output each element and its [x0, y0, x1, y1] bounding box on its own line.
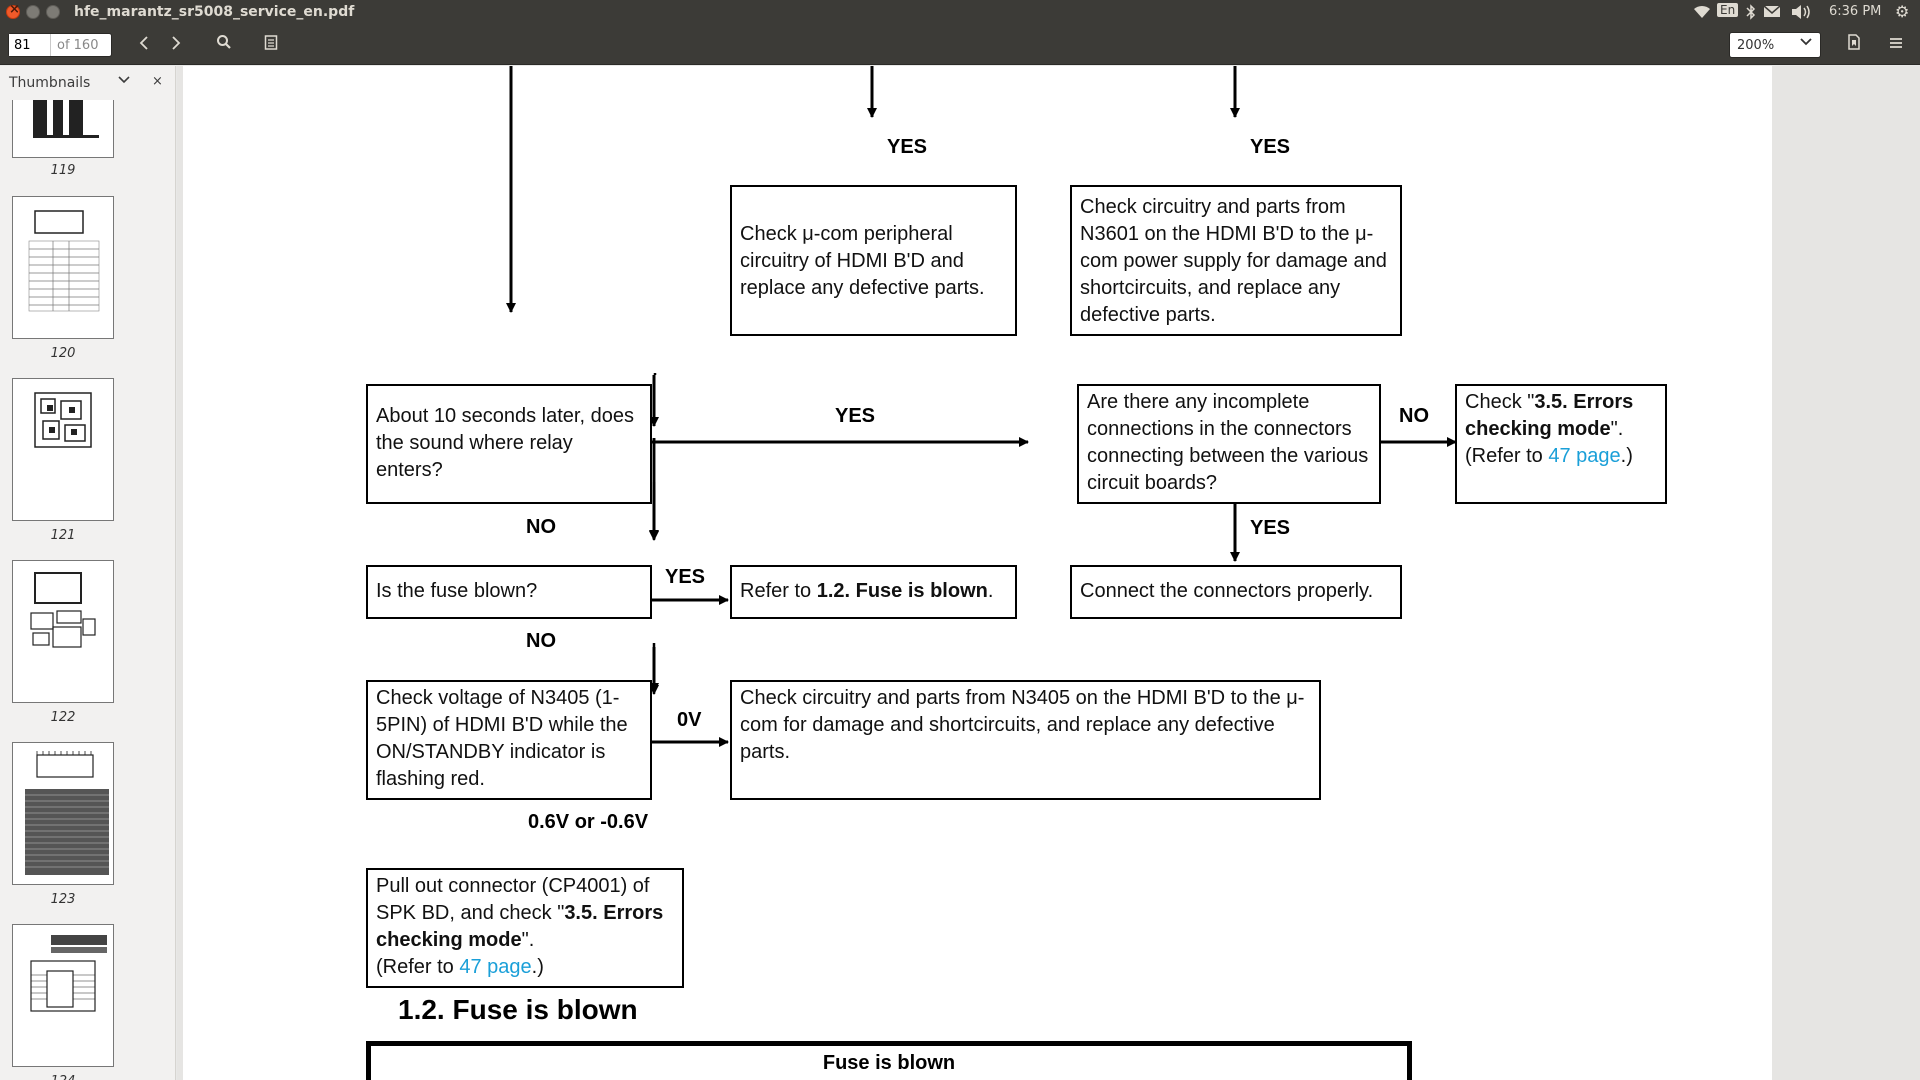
bluetooth-icon[interactable] [1746, 4, 1756, 24]
flow-box-relay: About 10 seconds later, does the sound w… [366, 384, 652, 504]
pdf-page: YES YES Check μ-com peripheral circuitry… [183, 66, 1772, 1080]
0v-label: 0V [677, 709, 702, 731]
page-thumbnail-121[interactable] [12, 378, 114, 521]
annotations-button[interactable] [259, 33, 283, 57]
page-thumbnail-120[interactable] [12, 196, 114, 339]
flow-box-refer-fuse: Refer to 1.2. Fuse is blown. [730, 565, 1017, 619]
flow-box-check-errors: Check "3.5. Errors checking mode". (Refe… [1455, 384, 1667, 504]
flow-box-ucom-peripheral: Check μ-com peripheral circuitry of HDMI… [730, 185, 1017, 336]
viewer-background [1772, 66, 1920, 1080]
chevron-down-icon [1800, 36, 1812, 52]
flow-box-text-pre: Refer to [740, 580, 817, 602]
thumbnail-page-label: 120 [50, 346, 76, 361]
keyboard-layout-indicator[interactable]: En [1717, 3, 1739, 17]
refer-text: (Refer to [1465, 445, 1549, 467]
close-window-button[interactable] [6, 2, 20, 19]
yes-label: YES [887, 136, 928, 158]
page-total-label: of 160 [57, 38, 99, 53]
refer-text: (Refer to [376, 956, 460, 978]
flow-box-text-pre: Pull out connector (CP4001) of SPK BD, a… [376, 875, 650, 924]
volume-icon[interactable] [1790, 4, 1812, 24]
flow-box-text-bold: 3.5. Errors checking mode [1465, 391, 1634, 440]
no-label: NO [526, 630, 556, 652]
menu-button[interactable] [1884, 33, 1908, 57]
page-thumbnail-122[interactable] [12, 560, 114, 703]
fuse-blown-box: Fuse is blown [366, 1041, 1412, 1080]
flow-box-text: Is the fuse blown? [376, 580, 538, 602]
page-link[interactable]: 47 page [1548, 445, 1621, 467]
no-label: NO [526, 516, 556, 538]
flow-box-connect: Connect the connectors properly. [1070, 565, 1402, 619]
flow-box-text: Connect the connectors properly. [1080, 580, 1374, 602]
flow-box-text: Check μ-com peripheral circuitry of HDMI… [740, 223, 985, 299]
sidebar-mode-label[interactable]: Thumbnails [9, 75, 91, 91]
flow-box-text-bold: 3.5. Errors checking mode [376, 902, 664, 951]
flow-box-text-pre: Check " [1465, 391, 1535, 413]
wifi-icon[interactable] [1693, 4, 1711, 24]
yes-label: YES [1250, 517, 1291, 539]
voltage-range-label: 0.6V or -0.6V [528, 811, 649, 833]
flow-box-text-post: . [987, 580, 994, 602]
toolbar: of 160 200% [0, 25, 1920, 65]
fuse-box-title: Fuse is blown [822, 1052, 956, 1074]
flow-box-text: Check circuitry and parts from N3405 on … [740, 687, 1305, 763]
document-viewer[interactable]: YES YES Check μ-com peripheral circuitry… [183, 66, 1920, 1080]
flow-box-text-bold: 1.2. Fuse is blown [816, 580, 988, 602]
flow-box-text: Check circuitry and parts from N3601 on … [1080, 196, 1387, 326]
thumbnail-list[interactable]: 119 120 121 122 123 124 [0, 100, 176, 1080]
sidebar: Thumbnails × 119 120 121 122 123 124 [0, 66, 176, 1080]
bookmark-button[interactable] [1842, 33, 1866, 57]
flow-box-text-post: ". [521, 929, 535, 951]
refer-text-end: .) [531, 956, 544, 978]
flow-box-text: Are there any incomplete connections in … [1087, 391, 1369, 494]
yes-label: YES [1250, 136, 1291, 158]
page-selector: of 160 [8, 33, 112, 57]
clipboard-icon [264, 35, 278, 50]
refer-text-end: .) [1620, 445, 1633, 467]
search-icon [217, 35, 231, 49]
thumbnail-page-label: 124 [12, 1074, 114, 1080]
thumbnail-page-label: 119 [50, 163, 76, 178]
thumbnail-page-label: 123 [50, 892, 76, 907]
flow-box-text-post: ". [1610, 418, 1624, 440]
window-title: hfe_marantz_sr5008_service_en.pdf [74, 4, 355, 20]
sidebar-close-button[interactable]: × [152, 74, 163, 89]
zoom-value: 200% [1737, 38, 1775, 53]
page-number-input[interactable] [9, 34, 51, 56]
flow-box-n3405: Check circuitry and parts from N3405 on … [730, 680, 1321, 800]
page-thumbnail-124[interactable] [12, 924, 114, 1067]
flow-box-n3601: Check circuitry and parts from N3601 on … [1070, 185, 1402, 336]
no-label: NO [1399, 405, 1429, 427]
search-button[interactable] [212, 33, 236, 57]
title-bar: hfe_marantz_sr5008_service_en.pdf En 6:3… [0, 0, 1920, 25]
mail-icon[interactable] [1763, 4, 1781, 22]
previous-page-button[interactable] [132, 33, 156, 57]
clock[interactable]: 6:36 PM [1829, 4, 1882, 19]
chevron-down-icon[interactable] [118, 73, 130, 89]
next-page-button[interactable] [164, 33, 188, 57]
sidebar-resize-handle[interactable] [177, 66, 183, 1080]
flow-box-pullout: Pull out connector (CP4001) of SPK BD, a… [366, 868, 684, 988]
document-bookmark-icon [1848, 34, 1860, 50]
flow-box-incomplete: Are there any incomplete connections in … [1077, 384, 1381, 504]
maximize-window-button[interactable] [46, 5, 60, 19]
hamburger-icon [1890, 38, 1902, 48]
sidebar-header: Thumbnails × [0, 66, 176, 100]
thumbnail-page-label: 122 [50, 710, 76, 725]
flow-box-fuse-question: Is the fuse blown? [366, 565, 652, 619]
flow-box-text: Check voltage of N3405 (1-5PIN) of HDMI … [376, 687, 628, 790]
flow-box-voltage: Check voltage of N3405 (1-5PIN) of HDMI … [366, 680, 652, 800]
yes-label: YES [665, 566, 706, 588]
section-heading: 1.2. Fuse is blown [398, 994, 638, 1025]
page-thumbnail-119[interactable] [12, 100, 114, 158]
minimize-window-button[interactable] [26, 5, 40, 19]
page-link[interactable]: 47 page [459, 956, 532, 978]
zoom-select[interactable]: 200% [1729, 32, 1821, 58]
thumbnail-page-label: 121 [50, 528, 76, 543]
gear-icon[interactable]: ⚙ [1895, 2, 1910, 21]
page-thumbnail-123[interactable] [12, 742, 114, 885]
yes-label: YES [835, 405, 876, 427]
flow-box-text: About 10 seconds later, does the sound w… [376, 405, 634, 481]
